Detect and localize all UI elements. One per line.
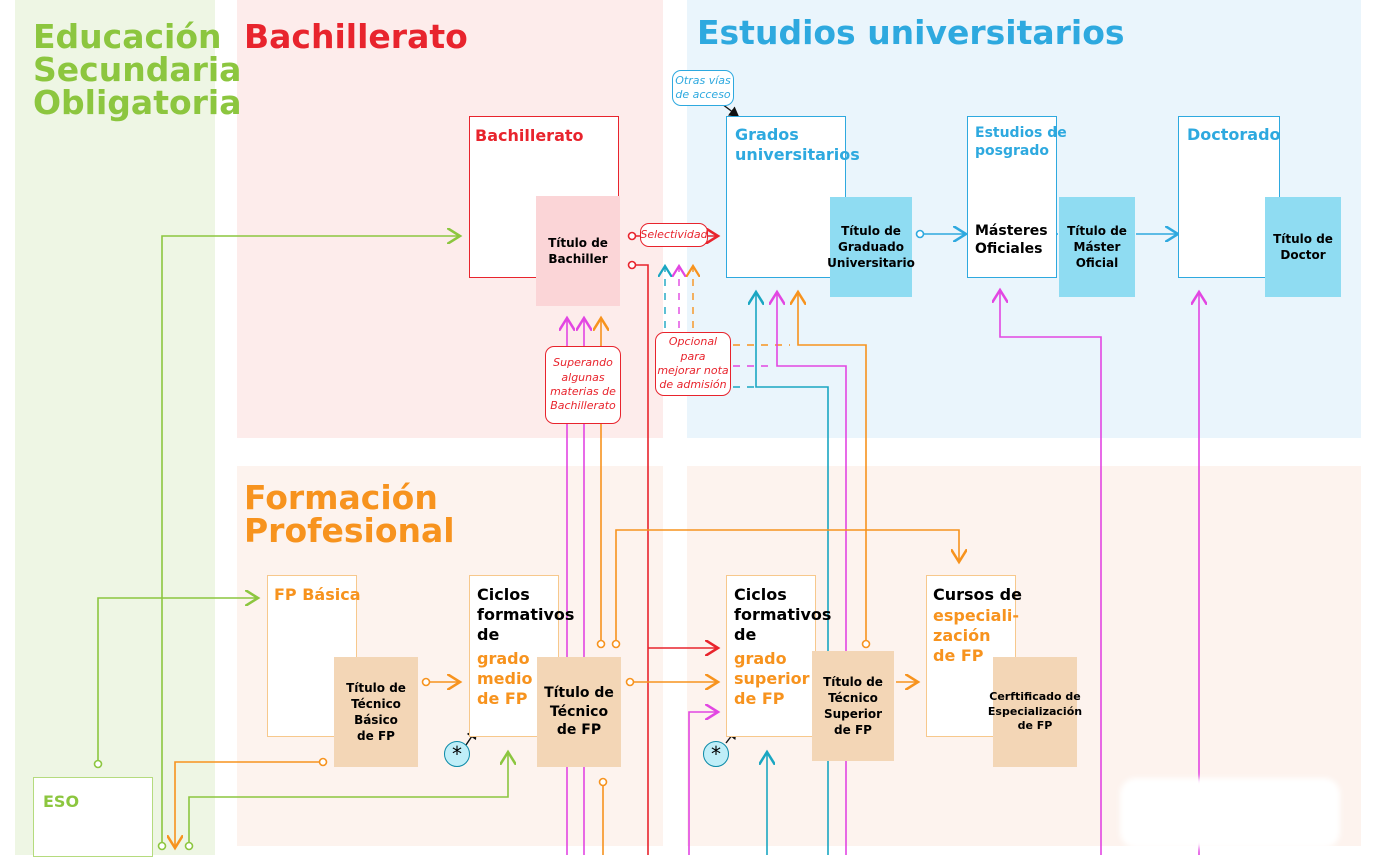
blur-patch [1120, 778, 1340, 848]
titulo-tecnico-basico: Título de Técnico Básico de FP [334, 657, 418, 767]
titulo-tecnico: Título de Técnico de FP [537, 657, 621, 767]
posgrado-box [967, 116, 1057, 278]
grados-universitarios-title: Grados universitarios [735, 125, 860, 164]
cursos-title-a: Cursos de [933, 585, 1022, 604]
posgrado-title: Estudios de posgrado [975, 125, 1067, 159]
grados-universitarios-box [726, 116, 846, 278]
titulo-master: Título de Máster Oficial [1059, 197, 1135, 297]
grado-medio-title-b: grado medio de FP [477, 649, 533, 708]
titulo-doctor: Título de Doctor [1265, 197, 1341, 297]
grado-superior-box [726, 575, 816, 737]
fp-heading: Formación Profesional [244, 478, 455, 550]
otras-vias-note: Otras vías de acceso [672, 70, 734, 106]
asterisk-icon: * [703, 741, 729, 767]
eso-heading: Educación Secundaria Obligatoria [33, 17, 242, 122]
grado-medio-title-a: Ciclos formativos de [477, 585, 575, 644]
grado-superior-title-a: Ciclos formativos de [734, 585, 832, 644]
universitarios-heading: Estudios universitarios [697, 13, 1125, 52]
certificado-especializacion: Cerftificado de Especialización de FP [988, 657, 1082, 767]
cursos-title-b: especiali- zación de FP [933, 606, 1020, 665]
selectividad-note: Selectividad [640, 223, 708, 247]
doctorado-box [1178, 116, 1280, 278]
asterisk-icon: * [444, 741, 470, 767]
eso-box [33, 777, 153, 857]
eso-box-title: ESO [43, 792, 80, 811]
bachillerato-heading: Bachillerato [244, 17, 468, 56]
grado-superior-title-b: grado superior de FP [734, 649, 810, 708]
titulo-tecnico-superior: Título de Técnico Superior de FP [812, 651, 894, 761]
doctorado-title: Doctorado [1187, 125, 1281, 144]
eso-zone [15, 0, 215, 855]
superando-note: Superando algunas materias de Bachillera… [545, 346, 621, 424]
titulo-bachiller: Título de Bachiller [536, 196, 620, 306]
titulo-graduado: Título de Graduado Universitario [827, 197, 915, 297]
bachillerato-box-title: Bachillerato [475, 126, 584, 145]
masteres-oficiales: Másteres Oficiales [975, 223, 1048, 257]
opcional-note: Opcional para mejorar nota de admisión [655, 332, 731, 396]
fp-basica-title: FP Básica [274, 585, 361, 604]
